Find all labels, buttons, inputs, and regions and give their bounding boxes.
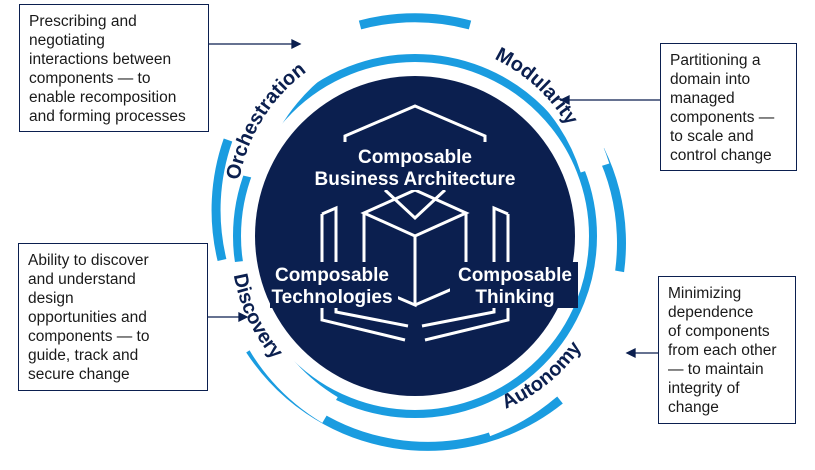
inner-ring	[233, 54, 597, 418]
callout-line: from each other	[668, 342, 777, 359]
center-top-line2: Business Architecture	[315, 169, 516, 190]
callout-line: — to maintain	[668, 361, 764, 378]
callout-line: dependence	[668, 304, 754, 321]
callout-line: to scale and	[670, 128, 754, 145]
callout-line: Partitioning a	[670, 52, 761, 69]
arrow-head-modularity-icon	[559, 94, 570, 106]
callout-line: Ability to discover	[28, 252, 149, 269]
label-gaps	[220, 24, 627, 437]
arrow-head-discovery-icon	[238, 311, 249, 323]
callout-line: negotiating	[29, 32, 105, 49]
center-right-line1: Composable	[458, 265, 572, 286]
connector-arrows	[208, 38, 660, 359]
callout-line: domain into	[670, 71, 751, 88]
callout-line: of components	[668, 323, 770, 340]
arrow-head-autonomy-icon	[625, 347, 636, 359]
callout-line: enable recomposition	[29, 89, 177, 106]
callout-line: components — to	[29, 70, 151, 87]
callout-line: and understand	[28, 271, 136, 288]
callout-line: managed	[670, 90, 735, 107]
callout-line: secure change	[28, 366, 130, 383]
outer-ring-segment-top	[358, 13, 472, 30]
callout-line: integrity of	[668, 380, 740, 397]
outer-ring-segment-left	[211, 138, 233, 262]
callout-autonomy: Minimizing dependence of components from…	[658, 276, 796, 424]
center-right-line2: Thinking	[475, 287, 554, 308]
callout-modularity: Partitioning a domain into managed compo…	[660, 43, 797, 171]
center-labels: Composable Business Architecture Composa…	[270, 142, 578, 308]
callout-line: components — to	[28, 328, 150, 345]
callout-line: Prescribing and	[29, 13, 137, 30]
callout-discovery: Ability to discover and understand desig…	[18, 243, 208, 391]
center-left-line2: Technologies	[271, 287, 392, 308]
callout-line: opportunities and	[28, 309, 147, 326]
callout-line: guide, track and	[28, 347, 139, 364]
center-left-line1: Composable	[275, 265, 389, 286]
callout-line: control change	[670, 147, 772, 164]
callout-line: interactions between	[29, 51, 172, 68]
callout-line: change	[668, 399, 719, 416]
callout-line: and forming processes	[29, 108, 186, 125]
callout-orchestration: Prescribing and negotiating interactions…	[19, 4, 209, 132]
callout-line: Minimizing	[668, 285, 742, 302]
callout-line: design	[28, 290, 74, 307]
center-top-line1: Composable	[358, 147, 472, 168]
callout-line: components —	[670, 109, 775, 126]
arrow-head-orchestration-icon	[291, 38, 302, 50]
